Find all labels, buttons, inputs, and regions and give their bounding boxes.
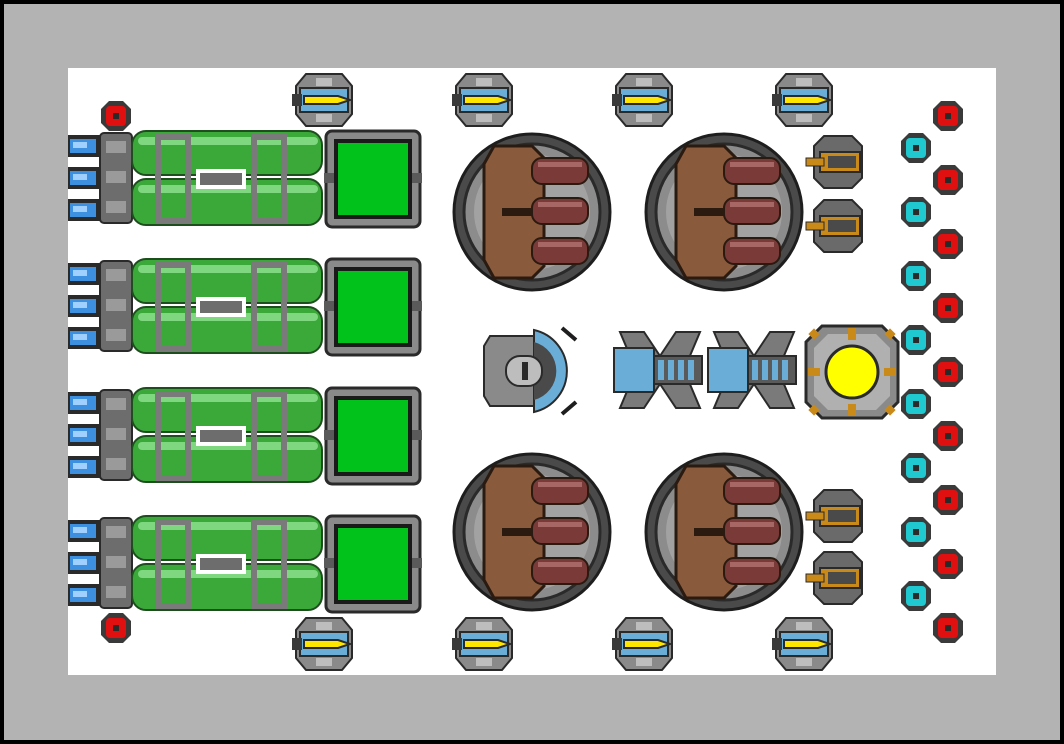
laser-turret-icon: [611, 617, 673, 671]
reactor-icon: [804, 324, 900, 420]
red-light-icon: [933, 101, 963, 131]
cyan-light-icon: [901, 133, 931, 163]
red-light-icon: [933, 613, 963, 643]
red-light-icon: [933, 357, 963, 387]
shield-generator-icon: [483, 326, 578, 416]
laser-turret-icon: [451, 617, 513, 671]
heavy-turret-icon: [644, 132, 804, 292]
cannon-icon: [805, 489, 863, 543]
cyan-light-icon: [901, 325, 931, 355]
engine-module: [68, 131, 420, 229]
red-light-icon: [933, 293, 963, 323]
heavy-turret-icon: [452, 132, 612, 292]
engine-module: [68, 388, 420, 486]
cannon-icon: [805, 551, 863, 605]
red-light-icon: [933, 549, 963, 579]
engine-module: [68, 516, 420, 614]
red-light-icon: [101, 101, 131, 131]
cyan-light-icon: [901, 453, 931, 483]
laser-turret-icon: [611, 73, 673, 127]
railgun-icon: [613, 331, 703, 409]
laser-turret-icon: [771, 617, 833, 671]
laser-turret-icon: [771, 73, 833, 127]
red-light-icon: [933, 229, 963, 259]
cannon-icon: [805, 135, 863, 189]
heavy-turret-icon: [452, 452, 612, 612]
cyan-light-icon: [901, 197, 931, 227]
red-light-icon: [933, 485, 963, 515]
laser-turret-icon: [291, 73, 353, 127]
red-light-icon: [101, 613, 131, 643]
engine-module: [68, 259, 420, 357]
heavy-turret-icon: [644, 452, 804, 612]
railgun-icon: [707, 331, 797, 409]
cyan-light-icon: [901, 261, 931, 291]
cyan-light-icon: [901, 389, 931, 419]
cannon-icon: [805, 199, 863, 253]
laser-turret-icon: [291, 617, 353, 671]
cyan-light-icon: [901, 517, 931, 547]
laser-turret-icon: [451, 73, 513, 127]
red-light-icon: [933, 421, 963, 451]
cyan-light-icon: [901, 581, 931, 611]
red-light-icon: [933, 165, 963, 195]
